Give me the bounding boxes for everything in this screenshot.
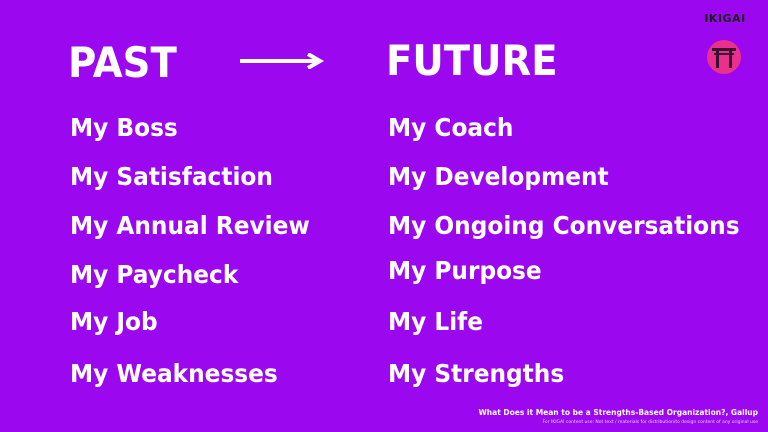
past-item-weaknesses: My Weaknesses — [70, 359, 278, 388]
logo-text: IKIGAI — [704, 12, 746, 25]
ikigai-logo: IKIGAI — [698, 12, 752, 76]
future-item-ongoing-conversations: My Ongoing Conversations — [388, 211, 740, 240]
past-item-annual-review: My Annual Review — [70, 211, 310, 240]
past-heading: PAST — [68, 38, 177, 87]
future-item-purpose: My Purpose — [388, 256, 542, 285]
footnote: For IKIGAI content use: Not text / mater… — [542, 420, 758, 425]
future-item-coach: My Coach — [388, 113, 514, 142]
past-item-job: My Job — [70, 307, 158, 336]
past-item-paycheck: My Paycheck — [70, 260, 239, 289]
future-heading: FUTURE — [386, 36, 558, 85]
past-item-boss: My Boss — [70, 113, 178, 142]
future-item-strengths: My Strengths — [388, 359, 565, 388]
arrow-right-icon — [240, 53, 324, 69]
future-item-development: My Development — [388, 162, 609, 191]
future-item-life: My Life — [388, 307, 484, 336]
source-citation: What Does it Mean to be a Strengths-Base… — [478, 408, 758, 417]
past-item-satisfaction: My Satisfaction — [70, 162, 273, 191]
torii-gate-icon — [707, 40, 741, 74]
